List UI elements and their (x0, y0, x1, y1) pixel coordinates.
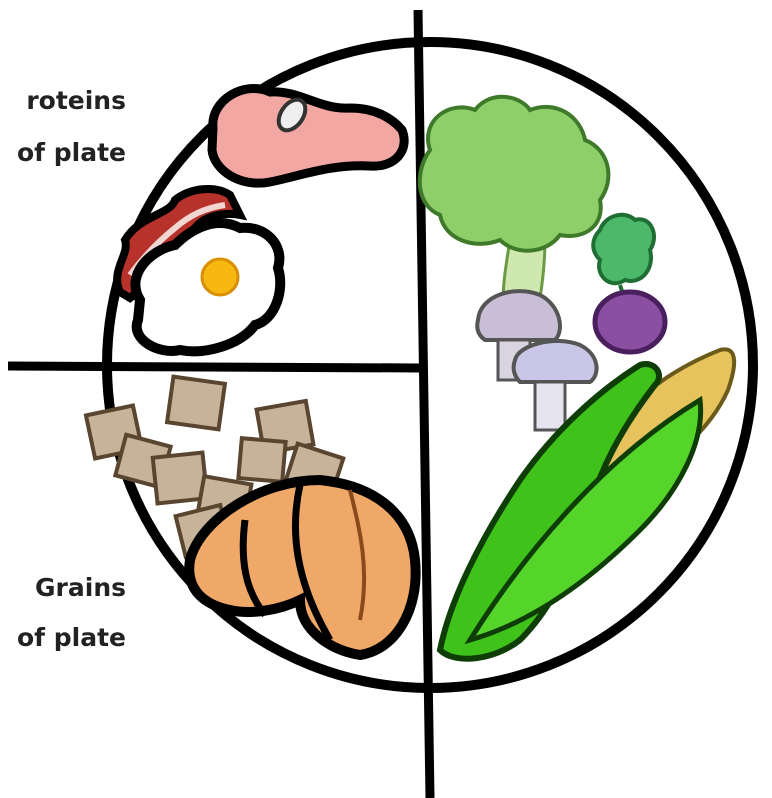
grains-label-line2: of plate (0, 625, 126, 650)
grains-label-line1: Grains (0, 575, 126, 600)
steak-icon (212, 88, 404, 183)
proteins-label-line1: roteins (0, 88, 126, 113)
corn-icon (440, 349, 734, 658)
proteins-label-line2: of plate (0, 140, 126, 165)
horizontal-divider (8, 366, 420, 368)
radish-icon (593, 215, 665, 352)
